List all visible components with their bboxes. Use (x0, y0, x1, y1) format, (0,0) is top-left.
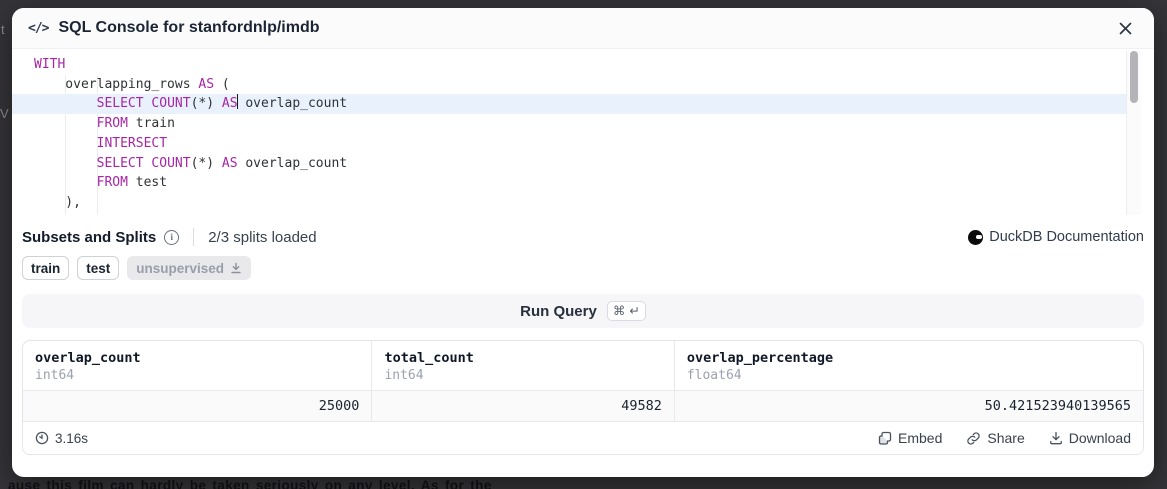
modal-header: </> SQL Console for stanfordnlp/imdb (12, 8, 1154, 49)
table-cell: 49582 (372, 391, 675, 421)
download-button[interactable]: Download (1049, 430, 1131, 446)
column-name: overlap_count (35, 350, 141, 366)
split-pill-label: train (31, 260, 61, 276)
run-query-label: Run Query (520, 302, 597, 320)
vertical-divider (193, 228, 195, 246)
table-cell: 50.421523940139565 (984, 398, 1131, 414)
code-line: SELECT COUNT(*) AS overlap_count (12, 94, 1126, 115)
background-fragment: V (0, 106, 9, 121)
results-footer: 3.16s Embed Share Download (23, 421, 1143, 454)
indent-guide (96, 75, 98, 215)
splits-loaded-status: 2/3 splits loaded (208, 228, 317, 246)
code-line: SELECT COUNT(*) AS overlap_count (96, 155, 348, 171)
subsets-row: Subsets and Splits i 2/3 splits loaded D… (22, 228, 1144, 246)
download-split-icon (231, 262, 241, 274)
code-line: INTERSECT (96, 135, 168, 151)
column-name: total_count (384, 350, 474, 366)
action-label: Share (987, 430, 1025, 446)
modal-title: SQL Console for stanfordnlp/imdb (58, 19, 320, 36)
code-line: FROM test (96, 175, 168, 191)
split-pill-train[interactable]: train (22, 256, 70, 280)
duckdb-logo-icon (968, 229, 984, 245)
duckdb-documentation-link[interactable]: DuckDB Documentation (968, 229, 1144, 245)
indent-guide (65, 75, 67, 215)
close-icon (1119, 22, 1131, 34)
background-fragment: t (1, 22, 5, 37)
embed-icon (878, 431, 892, 445)
column-type: int64 (384, 368, 424, 383)
subsets-heading: Subsets and Splits (22, 228, 157, 246)
info-icon[interactable]: i (164, 229, 180, 245)
code-line: ), (34, 194, 81, 210)
sql-editor[interactable]: WITH overlapping_rows AS ( SELECT COUNT(… (12, 49, 1154, 215)
cmd-key-icon: ⌘ (612, 304, 626, 318)
background-page-text: ause this film can hardly be taken serio… (8, 478, 492, 489)
sql-code: WITH overlapping_rows AS ( SELECT COUNT(… (12, 49, 1154, 215)
clock-icon (35, 431, 49, 445)
code-line: WITH (34, 57, 66, 72)
column-type: float64 (686, 368, 742, 383)
subsets-left: Subsets and Splits i 2/3 splits loaded (22, 228, 317, 246)
editor-scrollbar-thumb[interactable] (1129, 51, 1138, 103)
share-button[interactable]: Share (966, 430, 1025, 446)
keyboard-shortcut-badge: ⌘ ↵ (606, 301, 646, 321)
action-label: Download (1068, 430, 1131, 446)
column-header-total_count: total_count int64 (372, 341, 675, 390)
table-cell: 25000 (23, 391, 373, 421)
code-line: FROM train (96, 116, 175, 132)
query-elapsed: 3.16s (35, 431, 88, 446)
column-header-overlap_percentage: overlap_percentage float64 (675, 341, 1143, 390)
close-button[interactable] (1112, 15, 1138, 41)
share-icon (966, 431, 981, 446)
split-pill-test[interactable]: test (77, 256, 120, 280)
code-icon: </> (28, 20, 50, 36)
split-pills: train test unsupervised (22, 256, 1144, 280)
run-query-button[interactable]: Run Query ⌘ ↵ (22, 294, 1144, 328)
download-icon (1049, 431, 1063, 445)
embed-button[interactable]: Embed (878, 430, 942, 446)
split-pill-label: test (86, 260, 111, 276)
results-actions: Embed Share Download (878, 430, 1131, 446)
column-header-overlap_count: overlap_count int64 (23, 341, 373, 390)
sql-console-modal: </> SQL Console for stanfordnlp/imdb WIT… (12, 8, 1154, 477)
split-pill-unsupervised[interactable]: unsupervised (127, 256, 252, 280)
duckdb-documentation-label: DuckDB Documentation (989, 229, 1144, 245)
editor-scrollbar[interactable] (1126, 51, 1141, 215)
elapsed-time: 3.16s (55, 430, 89, 446)
column-type: int64 (35, 368, 75, 383)
text-cursor (236, 94, 239, 110)
action-label: Embed (898, 430, 943, 446)
split-pill-label: unsupervised (136, 260, 225, 276)
column-name: overlap_percentage (686, 350, 834, 366)
return-key-icon: ↵ (629, 304, 640, 318)
code-line: overlapping_rows AS ( (34, 76, 230, 92)
